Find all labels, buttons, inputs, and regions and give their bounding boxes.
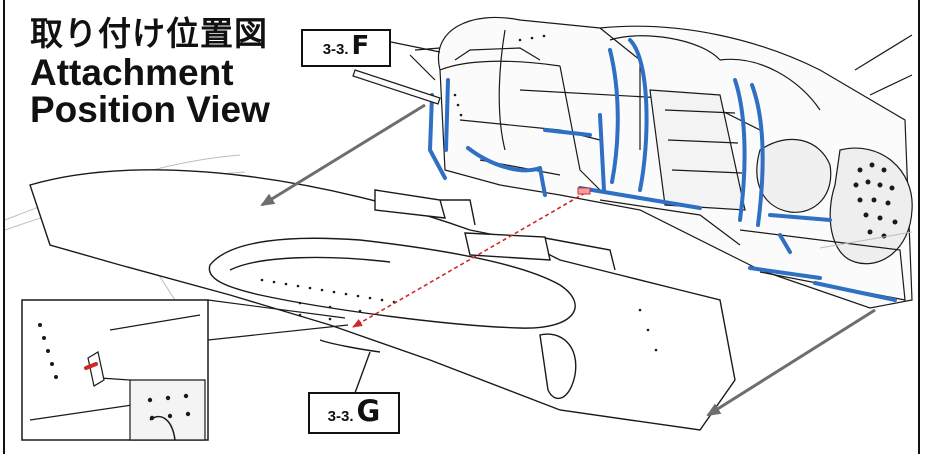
callout-letter: G [356,394,381,428]
title-japanese: 取り付け位置図 [30,14,268,53]
title-english-line-1: Attachment [30,52,234,93]
callout-letter: F [351,31,370,61]
callout-leaders [354,41,441,394]
cockpit-rivets [453,34,898,239]
title-english-line-2: Position View [30,89,270,130]
cockpit-frame-assembly [409,16,913,309]
diagram-title: 取り付け位置図 Attachment Position View [30,14,270,128]
detail-inset [21,299,349,441]
panel-rivets [260,278,658,352]
callout-3-3-g: 3-3. G [308,392,400,434]
callout-number: 3-3. [322,41,349,58]
callout-number: 3-3. [327,408,354,425]
leader-arrows [260,103,876,417]
highlighted-parts [427,38,897,302]
rod [352,69,441,105]
installation-guide-arrow [352,187,591,328]
callout-3-3-f: 3-3. F [301,29,391,67]
right-border-line [918,0,920,454]
left-border-line [3,0,5,454]
